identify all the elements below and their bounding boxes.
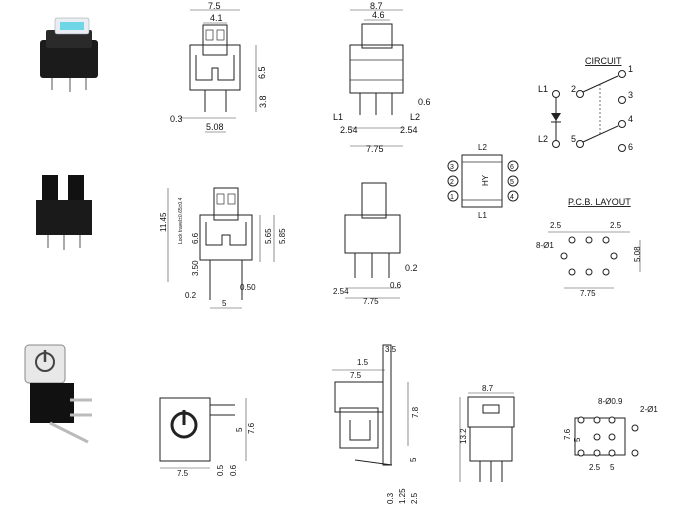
dim-htotal-2: 11.45	[159, 212, 168, 232]
dim-w-3: 7.5	[177, 469, 189, 478]
side-view-3: 3.5 1.5 7.5 7.8 5 0.3 1.25 2.5	[332, 344, 420, 504]
product-photo-switch-1	[40, 17, 98, 92]
circuit-diagram: CIRCUIT L1 L2 2 5 1 3 4 6	[538, 56, 633, 152]
dim-inner-side-1: 4.6	[372, 10, 385, 20]
front-view-3: 7.6 5 7.5 0.5 0.6	[159, 397, 256, 478]
pcb-layout-2: 8-Ø0.9 2-Ø1 7.6 5 2.5 5	[563, 397, 658, 472]
side-view-2: 0.2 2.54 0.6 7.75	[333, 182, 418, 306]
dim-pin2-side-2: 0.6	[390, 281, 402, 290]
back-view-3: 8.7 13.2	[459, 384, 515, 482]
pcb2-hole2: 2-Ø1	[640, 405, 658, 414]
pcb-p1: 2.5	[550, 221, 562, 230]
dim-p2-side-1: 2.54	[400, 125, 418, 135]
circuit-l1: L1	[538, 84, 548, 94]
pcb-h: 5.08	[633, 246, 642, 262]
pcb2-p2: 5	[610, 463, 615, 472]
dim-h2-1: 3.8	[258, 95, 268, 108]
circuit-l2: L2	[538, 134, 548, 144]
top-pin-2: 2	[450, 179, 454, 186]
pcb2-h2: 5	[573, 437, 582, 442]
dim-pitch-1: 5.08	[206, 122, 224, 132]
dim-pin1-2: 0.50	[240, 283, 256, 292]
label-l1-side-1: L1	[333, 112, 343, 122]
dim-h2-3: 5	[235, 427, 244, 432]
front-view-1: 7.5 4.1 0.3 5.08 6.5 3.8	[170, 1, 268, 133]
product-photo-switch-2	[36, 175, 92, 250]
dim-pin-1: 0.3	[170, 114, 183, 124]
dim-w1-3: 1.5	[357, 358, 369, 367]
dim-h1-3: 7.6	[247, 422, 256, 434]
pcb2-hole1: 8-Ø0.9	[598, 397, 623, 406]
dim-b1-side-3: 0.3	[386, 492, 395, 504]
dim-b1-3: 0.5	[216, 464, 225, 476]
dim-h1-1: 6.5	[257, 66, 267, 79]
front-view-2: 11.45 Lock travel±0.65±0.4 6.6 5.65 5.85…	[159, 187, 287, 309]
dim-h3-2: 5.85	[278, 228, 287, 244]
dim-width-side-1: 8.7	[370, 1, 383, 11]
dim-pin2-2: 0.2	[185, 291, 197, 300]
dim-total-side-1: 7.75	[366, 144, 384, 154]
top-view-pinout: L2 HY 3 2 1 6 5 4 L1	[447, 143, 519, 220]
circuit-pin-3: 3	[628, 90, 633, 100]
dim-pin-side-2: 0.2	[405, 263, 418, 273]
pcb-p2: 2.5	[610, 221, 622, 230]
dim-h-back-3: 13.2	[459, 428, 468, 444]
dim-total-side-2: 7.75	[363, 297, 379, 306]
pcb2-p1: 2.5	[589, 463, 601, 472]
side-view-1: 8.7 4.6 L1 L2 0.6 2.54 2.54 7.75	[333, 1, 431, 154]
circuit-pin-1: 1	[628, 64, 633, 74]
top-pin-6: 6	[510, 164, 514, 171]
pcb-w: 7.75	[580, 289, 596, 298]
dim-h1-side-3: 7.8	[411, 406, 420, 418]
dim-b2-3: 0.6	[229, 464, 238, 476]
top-pin-5: 5	[510, 179, 514, 186]
dim-h4-2: 3.50	[191, 260, 200, 276]
top-label: HY	[481, 174, 490, 186]
dim-h2-2: 5.65	[264, 228, 273, 244]
dim-p-side-2: 2.54	[333, 287, 349, 296]
dim-width-1: 7.5	[208, 1, 221, 11]
circuit-pin-6: 6	[628, 142, 633, 152]
top-l2: L2	[478, 143, 487, 152]
top-l1: L1	[478, 211, 487, 220]
top-pin-3: 3	[450, 164, 454, 171]
lock-travel-note: Lock travel±0.65±0.4	[178, 197, 184, 244]
dim-p1-side-1: 2.54	[340, 125, 358, 135]
pcb-hole: 8-Ø1	[536, 241, 554, 250]
circuit-pin-5: 5	[571, 134, 576, 144]
circuit-pin-4: 4	[628, 114, 633, 124]
dim-pitch-2: 5	[222, 299, 227, 308]
dim-b2-side-3: 1.25	[398, 488, 407, 504]
dim-inner-1: 4.1	[210, 13, 223, 23]
pcb-title: P.C.B. LAYOUT	[568, 197, 631, 207]
product-photo-switch-3	[24, 344, 92, 444]
pcb-layout-1: P.C.B. LAYOUT 2.5 2.5 8-Ø1 5.08 7.75	[536, 197, 642, 298]
dim-w2-3: 7.5	[350, 371, 362, 380]
circuit-title: CIRCUIT	[585, 56, 622, 66]
top-pin-4: 4	[510, 194, 514, 201]
label-l2-side-1: L2	[410, 112, 420, 122]
pcb2-h1: 7.6	[563, 428, 572, 440]
dim-h1-2: 6.6	[191, 232, 200, 244]
dim-b3-side-3: 2.5	[410, 492, 419, 504]
dim-pin-side-1: 0.6	[418, 97, 431, 107]
top-pin-1: 1	[450, 194, 454, 201]
dim-w-back-3: 8.7	[482, 384, 494, 393]
circuit-pin-2: 2	[571, 84, 576, 94]
dim-h2-side-3: 5	[409, 457, 418, 462]
